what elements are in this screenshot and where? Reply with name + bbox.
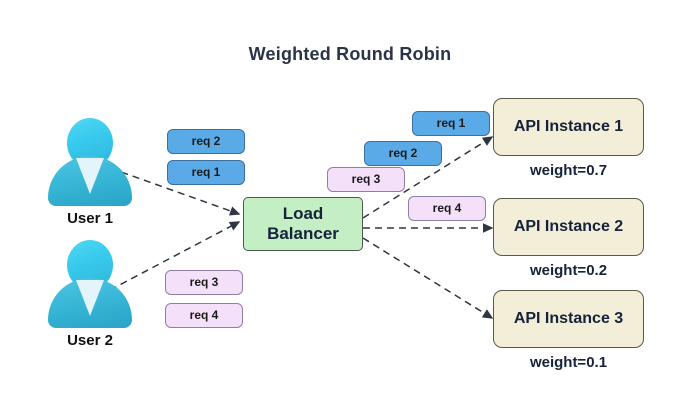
load-balancer-label-line1: Load: [282, 204, 324, 223]
avatar-collar-shape: [76, 158, 104, 194]
request-chip-user1-req1[interactable]: req 1: [167, 160, 245, 185]
arrow-lb-to-instance1: [362, 136, 494, 219]
api-instance-2-node[interactable]: API Instance 2: [493, 198, 644, 256]
api-instance-2-weight: weight=0.2: [529, 262, 608, 279]
avatar-collar-shape: [76, 280, 104, 316]
diagram-title: Weighted Round Robin: [248, 44, 452, 64]
api-instance-1-node[interactable]: API Instance 1: [493, 98, 644, 156]
request-chip-user2-req3[interactable]: req 3: [165, 270, 243, 295]
api-instance-3-weight: weight=0.1: [529, 354, 608, 371]
request-chip-user2-req4[interactable]: req 4: [165, 303, 243, 328]
user-avatar-icon: [46, 240, 134, 328]
api-instance-3-node[interactable]: API Instance 3: [493, 290, 644, 348]
api-instance-1-weight: weight=0.7: [529, 162, 608, 179]
dispatched-chip-req4[interactable]: req 4: [408, 196, 486, 221]
user-2-label: User 2: [67, 332, 113, 349]
user-2-group: User 2: [35, 240, 145, 349]
load-balancer-node[interactable]: Load Balancer: [243, 197, 363, 251]
arrow-user1-to-lb: [109, 167, 241, 216]
arrow-lb-to-instance3: [362, 237, 494, 319]
user-1-group: User 1: [35, 118, 145, 227]
user-1-label: User 1: [67, 210, 113, 227]
user-avatar-icon: [46, 118, 134, 206]
dispatched-chip-req2[interactable]: req 2: [364, 141, 442, 166]
dispatched-chip-req1[interactable]: req 1: [412, 111, 490, 136]
request-chip-user1-req2[interactable]: req 2: [167, 129, 245, 154]
load-balancer-label-line2: Balancer: [267, 224, 339, 243]
arrow-user2-to-lb: [109, 221, 241, 291]
dispatched-chip-req3[interactable]: req 3: [327, 167, 405, 192]
